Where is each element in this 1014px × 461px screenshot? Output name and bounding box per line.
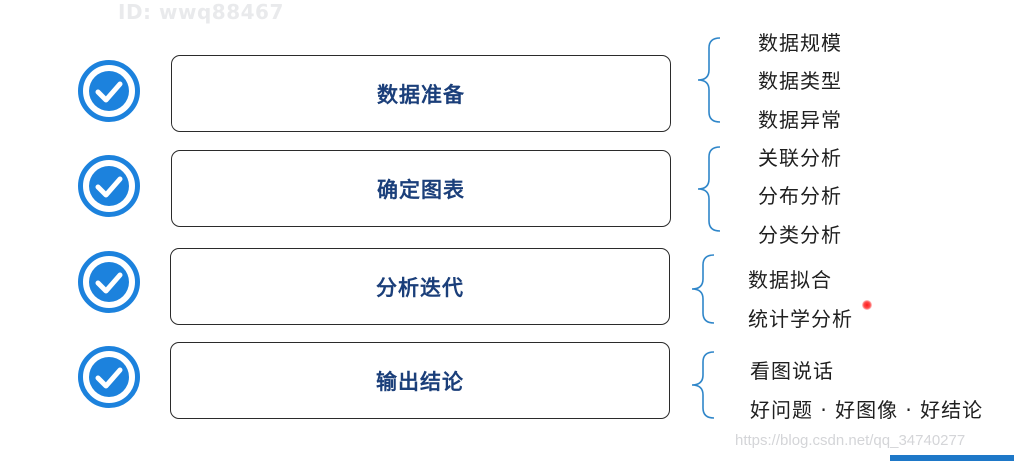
corner-bar <box>890 455 1014 461</box>
list-item: 看图说话 <box>750 359 834 383</box>
pointer-dot <box>862 300 872 310</box>
list-item: 分类分析 <box>758 223 842 247</box>
step-box-chart: 确定图表 <box>171 150 671 227</box>
list-item: 数据规模 <box>758 31 842 55</box>
brace-icon <box>697 37 721 123</box>
brace-icon <box>697 146 721 232</box>
brace-icon <box>691 254 715 324</box>
list-item: 数据拟合 <box>748 268 832 292</box>
step-box-iterate: 分析迭代 <box>170 248 670 325</box>
check-circle-icon <box>78 155 140 217</box>
step-box-conclusion: 输出结论 <box>170 342 670 419</box>
brace-icon <box>691 351 715 419</box>
check-circle-icon <box>78 346 140 408</box>
step-label: 确定图表 <box>377 177 465 202</box>
list-item: 关联分析 <box>758 146 842 170</box>
step-label: 输出结论 <box>376 369 464 394</box>
step-label: 数据准备 <box>377 82 465 107</box>
watermark-id: ID: wwq88467 <box>118 0 284 24</box>
list-item: 数据异常 <box>758 108 842 132</box>
step-label: 分析迭代 <box>376 275 464 300</box>
watermark-url: https://blog.csdn.net/qq_34740277 <box>735 432 966 449</box>
check-circle-icon <box>78 251 140 313</box>
list-item: 数据类型 <box>758 69 842 93</box>
list-item: 统计学分析 <box>748 307 853 331</box>
list-item: 分布分析 <box>758 184 842 208</box>
check-circle-icon <box>78 60 140 122</box>
step-box-data-prep: 数据准备 <box>171 55 671 132</box>
list-item: 好问题 · 好图像 · 好结论 <box>750 398 984 422</box>
